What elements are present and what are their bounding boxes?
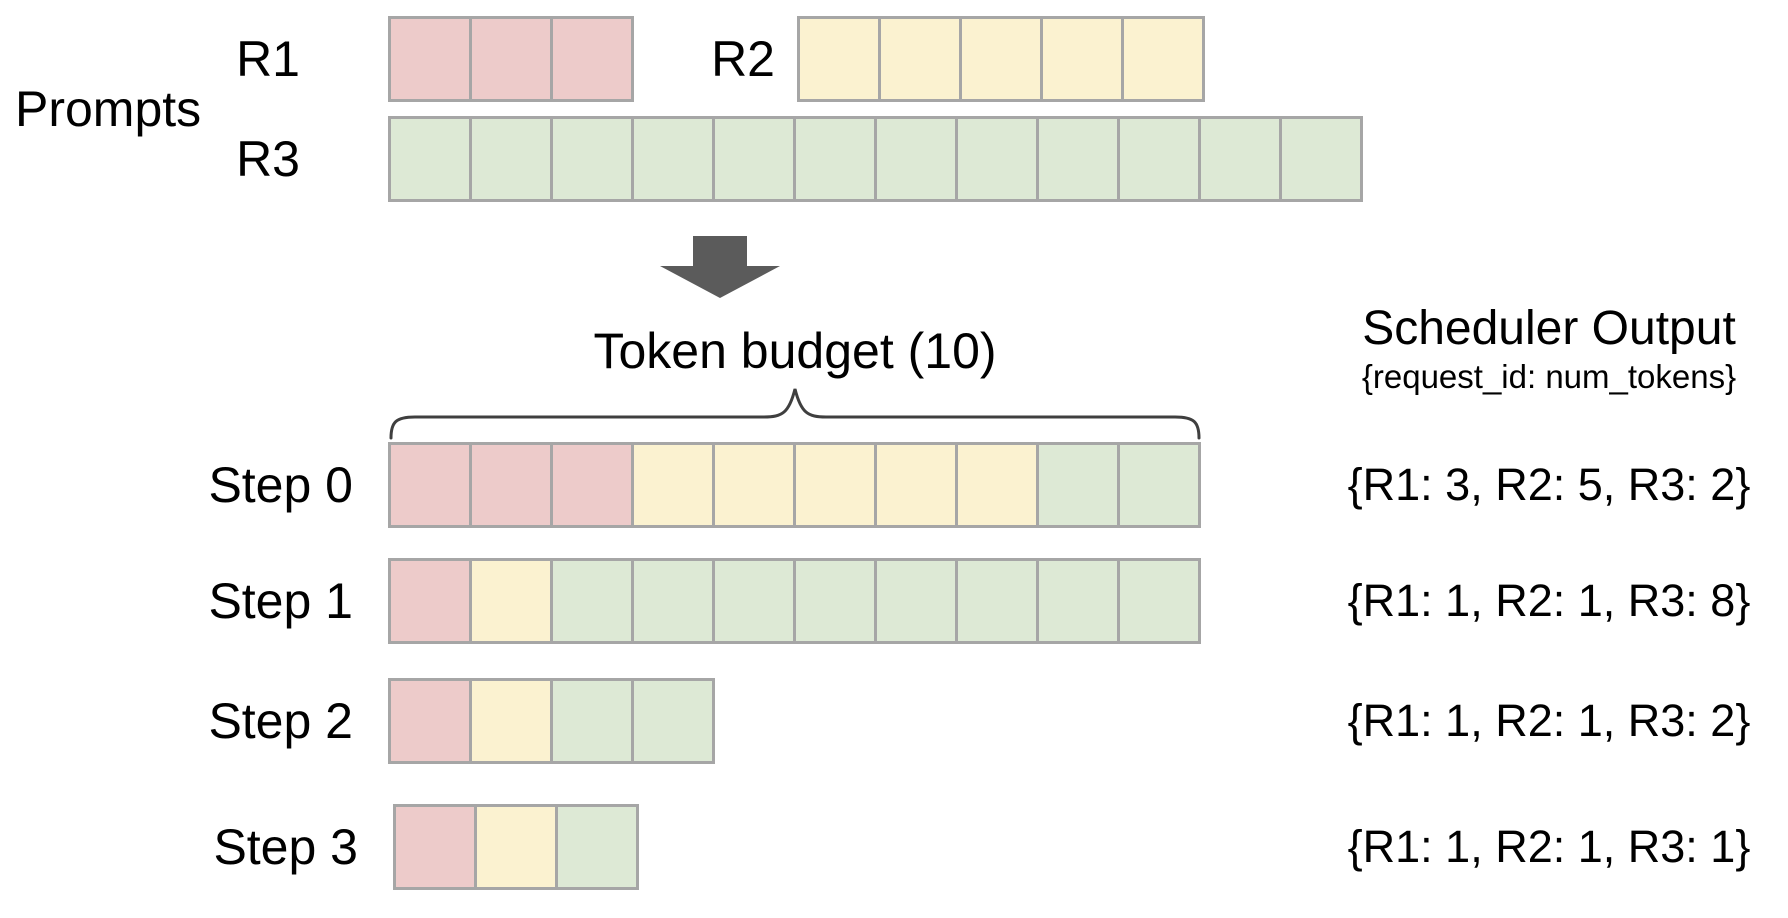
token-cell-r3 (553, 119, 631, 199)
token-cell-r3 (796, 561, 874, 641)
token-cell-r1 (391, 445, 469, 525)
token-cell-r2 (958, 445, 1036, 525)
token-cell-r3 (391, 119, 469, 199)
token-cell-r1 (391, 561, 469, 641)
token-cell-r1 (553, 445, 631, 525)
scheduler-output-title: Scheduler Output (1362, 301, 1736, 355)
scheduler-output-step-0: {R1: 3, R2: 5, R3: 2} (1347, 459, 1751, 511)
token-cell-r3 (1039, 561, 1117, 641)
request-label-r1: R1 (236, 30, 300, 87)
token-row-r1 (388, 16, 634, 102)
token-cell-r3 (1120, 445, 1198, 525)
token-row-r2 (797, 16, 1205, 102)
token-cell-r3 (1039, 119, 1117, 199)
token-cell-r3 (1201, 119, 1279, 199)
token-cell-r3 (553, 681, 631, 761)
token-row-step-1 (388, 558, 1201, 644)
token-row-step-2 (388, 678, 715, 764)
token-cell-r3 (958, 119, 1036, 199)
token-cell-r3 (715, 561, 793, 641)
step-label-2: Step 2 (208, 692, 353, 749)
scheduler-output-step-1: {R1: 1, R2: 1, R3: 8} (1347, 575, 1751, 627)
token-cell-r3 (796, 119, 874, 199)
scheduler-output-subtitle: {request_id: num_tokens} (1361, 357, 1737, 395)
token-cell-r3 (634, 681, 712, 761)
token-cell-r2 (1043, 19, 1121, 99)
token-cell-r1 (391, 19, 469, 99)
prompts-section-label: Prompts (15, 80, 202, 137)
curly-brace-icon (388, 384, 1202, 440)
token-cell-r1 (391, 681, 469, 761)
scheduler-output-step-2: {R1: 1, R2: 1, R3: 2} (1347, 695, 1751, 747)
step-label-3: Step 3 (213, 818, 358, 875)
token-cell-r2 (477, 807, 555, 887)
token-cell-r3 (715, 119, 793, 199)
token-cell-r3 (1120, 119, 1198, 199)
token-cell-r2 (877, 445, 955, 525)
token-budget-label: Token budget (10) (593, 322, 997, 379)
token-cell-r3 (1282, 119, 1360, 199)
token-cell-r1 (553, 19, 631, 99)
token-cell-r2 (472, 561, 550, 641)
token-cell-r3 (472, 119, 550, 199)
token-cell-r1 (472, 19, 550, 99)
token-cell-r2 (634, 445, 712, 525)
token-cell-r2 (1124, 19, 1202, 99)
down-arrow-icon (660, 236, 780, 298)
token-cell-r3 (553, 561, 631, 641)
token-cell-r2 (962, 19, 1040, 99)
scheduler-output-step-3: {R1: 1, R2: 1, R3: 1} (1347, 821, 1751, 873)
token-cell-r3 (1039, 445, 1117, 525)
token-cell-r3 (634, 561, 712, 641)
token-row-step-0 (388, 442, 1201, 528)
token-cell-r3 (634, 119, 712, 199)
token-cell-r2 (472, 681, 550, 761)
token-row-r3 (388, 116, 1363, 202)
token-cell-r3 (1120, 561, 1198, 641)
token-row-step-3 (393, 804, 639, 890)
token-cell-r1 (472, 445, 550, 525)
token-cell-r2 (796, 445, 874, 525)
step-label-0: Step 0 (208, 456, 353, 513)
token-cell-r3 (558, 807, 636, 887)
step-label-1: Step 1 (208, 572, 353, 629)
token-cell-r2 (881, 19, 959, 99)
token-cell-r3 (958, 561, 1036, 641)
token-cell-r2 (800, 19, 878, 99)
token-cell-r3 (877, 561, 955, 641)
request-label-r3: R3 (236, 130, 300, 187)
token-cell-r1 (396, 807, 474, 887)
token-cell-r3 (877, 119, 955, 199)
token-cell-r2 (715, 445, 793, 525)
request-label-r2: R2 (711, 30, 775, 87)
